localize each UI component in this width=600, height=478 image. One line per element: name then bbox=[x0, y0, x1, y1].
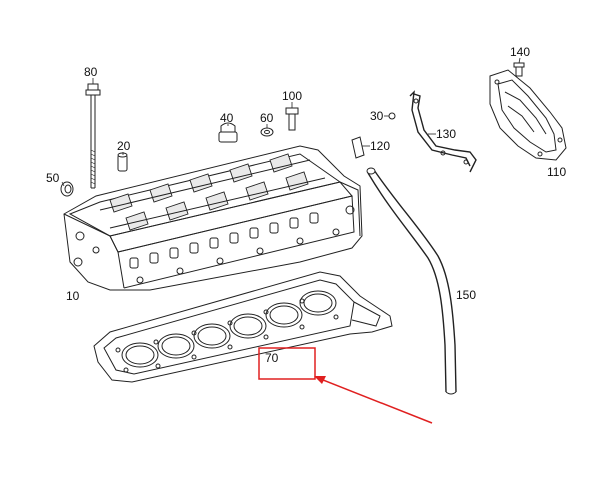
label-130: 130 bbox=[436, 127, 456, 141]
gasket-130 bbox=[409, 90, 477, 173]
tube-150 bbox=[366, 167, 457, 395]
arrowhead-icon bbox=[314, 376, 326, 384]
part-labels: 80 20 50 40 60 100 30 120 130 140 110 10… bbox=[46, 45, 566, 365]
highlight-arrow bbox=[317, 377, 433, 424]
label-70: 70 bbox=[265, 351, 279, 365]
leader-lines bbox=[61, 57, 521, 187]
bolt-100 bbox=[285, 107, 299, 131]
sleeve-20 bbox=[117, 152, 128, 172]
highlight-box bbox=[258, 347, 316, 380]
label-50: 50 bbox=[46, 171, 60, 185]
ring-30 bbox=[388, 112, 396, 120]
label-120: 120 bbox=[370, 139, 390, 153]
head-gasket-70 bbox=[93, 271, 393, 383]
cover-110 bbox=[489, 69, 567, 161]
label-40: 40 bbox=[220, 111, 234, 125]
label-100: 100 bbox=[282, 89, 302, 103]
label-10: 10 bbox=[66, 289, 80, 303]
washer-60 bbox=[260, 127, 274, 137]
label-150: 150 bbox=[456, 288, 476, 302]
label-110: 110 bbox=[547, 165, 566, 179]
highlight-marker bbox=[258, 347, 433, 424]
cap-40 bbox=[218, 122, 238, 143]
sleeve-120 bbox=[351, 136, 365, 159]
bolt-80 bbox=[85, 83, 101, 189]
label-80: 80 bbox=[84, 65, 98, 79]
label-30: 30 bbox=[370, 109, 384, 123]
label-20: 20 bbox=[117, 139, 131, 153]
label-140: 140 bbox=[510, 45, 530, 59]
cylinder-head-10 bbox=[63, 145, 363, 291]
label-60: 60 bbox=[260, 111, 274, 125]
bolt-140 bbox=[513, 62, 525, 77]
